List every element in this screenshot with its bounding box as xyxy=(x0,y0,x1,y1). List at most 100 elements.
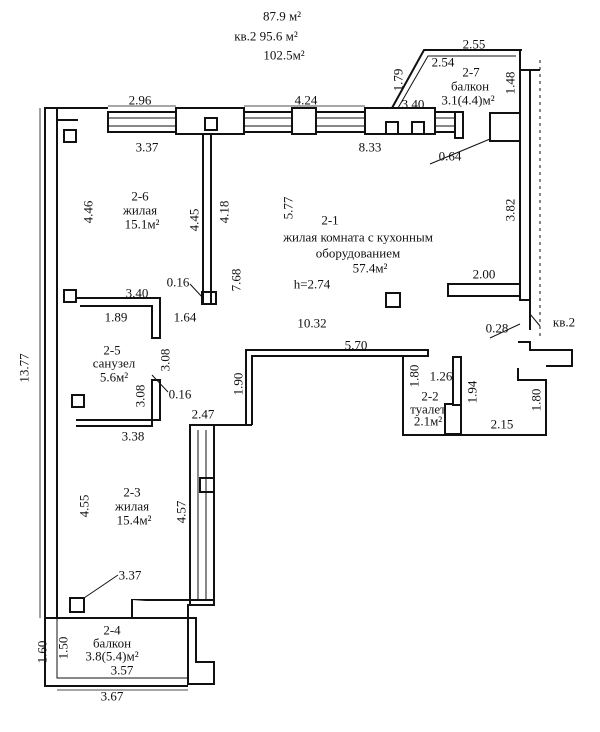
room-2-1-type-2: оборудованием xyxy=(315,245,401,261)
apartment-area: кв.2 95.6 м² xyxy=(234,28,298,44)
center-column xyxy=(385,292,401,308)
column-marker xyxy=(385,121,399,135)
dim-8-33: 8.33 xyxy=(358,139,382,155)
dim-5-70: 5.70 xyxy=(344,337,368,353)
dim-2-96: 2.96 xyxy=(128,92,152,108)
column-marker xyxy=(69,597,85,613)
corridor-wall xyxy=(245,349,429,425)
right-neighbor-wall xyxy=(518,341,573,367)
leader-line xyxy=(151,374,169,393)
room-2-1-id: 2-1 xyxy=(321,212,339,228)
room-2-6-id: 2-6 xyxy=(131,188,149,204)
dim-3-08-a: 3.08 xyxy=(157,348,173,372)
balcony-2-4-outline xyxy=(44,618,188,687)
dim-1-79: 1.79 xyxy=(390,68,406,92)
dim-1-89: 1.89 xyxy=(104,309,128,325)
area-with-balconies: 102.5м² xyxy=(263,47,305,63)
leader-line xyxy=(429,138,491,165)
balcony-2-7-inner xyxy=(397,55,516,109)
ceiling-height: h=2.74 xyxy=(293,276,331,292)
leader-line xyxy=(529,313,541,327)
window-wall-lower xyxy=(189,424,215,606)
room-2-3-id: 2-3 xyxy=(123,484,141,500)
room-2-7-area: 3.1(4.4)м² xyxy=(441,92,495,108)
dim-3-82: 3.82 xyxy=(502,198,518,222)
dim-1-90: 1.90 xyxy=(230,372,246,396)
leader-line xyxy=(83,574,119,599)
leader-line xyxy=(189,283,204,299)
dim-4-57: 4.57 xyxy=(173,500,189,524)
wall-end xyxy=(454,111,464,139)
dim-3-57: 3.57 xyxy=(110,662,134,678)
pillar xyxy=(489,112,523,142)
dim-2-15: 2.15 xyxy=(490,416,514,432)
room-2-7-type: балкон xyxy=(450,78,490,94)
neighbor-apartment-label: кв.2 xyxy=(552,314,576,330)
dim-4-18: 4.18 xyxy=(216,200,232,224)
room-2-6-type: жилая xyxy=(122,202,158,218)
dim-2-55: 2.55 xyxy=(462,36,486,52)
total-area: 87.9 м² xyxy=(262,8,302,24)
room-2-4-id: 2-4 xyxy=(103,622,121,638)
dim-10-32: 10.32 xyxy=(297,315,327,331)
dim-2-54: 2.54 xyxy=(431,54,455,70)
dim-3-08-b: 3.08 xyxy=(132,384,148,408)
room-2-3-type: жилая xyxy=(114,498,150,514)
dim-3-37-bottom: 3.37 xyxy=(118,567,142,583)
room-2-2-id: 2-2 xyxy=(421,388,439,404)
room-2-1-area: 57.4м² xyxy=(352,260,388,276)
bathroom-top-wall xyxy=(76,297,161,339)
dim-0-28: 0.28 xyxy=(485,320,509,336)
column-marker xyxy=(63,289,77,303)
right-exterior-wall xyxy=(519,69,531,301)
dim-1-80-b: 1.80 xyxy=(528,388,544,412)
dim-7-68: 7.68 xyxy=(228,268,244,292)
dim-1-60: 1.60 xyxy=(34,640,50,664)
balcony-2-4-wall xyxy=(131,600,215,685)
bathroom-bottom-wall xyxy=(76,379,161,427)
dim-4-55: 4.55 xyxy=(76,494,92,518)
dim-3-67: 3.67 xyxy=(100,688,124,704)
wall-block xyxy=(447,283,521,297)
room-2-2-type: туалет xyxy=(410,401,446,417)
dim-1-94: 1.94 xyxy=(464,380,480,404)
left-exterior-wall xyxy=(44,107,58,619)
dim-3-37-top: 3.37 xyxy=(135,139,159,155)
toilet-2-2-outline xyxy=(402,356,547,436)
room-2-3-area: 15.4м² xyxy=(116,512,152,528)
column-marker xyxy=(199,477,215,493)
dim-3-38: 3.38 xyxy=(121,428,145,444)
dim-1-64: 1.64 xyxy=(173,309,197,325)
toilet-wall xyxy=(444,403,462,435)
dim-5-77: 5.77 xyxy=(280,196,296,220)
dim-3-40-top: 3.40 xyxy=(401,96,425,112)
leader-line xyxy=(489,323,521,339)
room-2-1-type: жилая комната с кухонным xyxy=(283,229,433,245)
dim-2-47: 2.47 xyxy=(191,406,215,422)
column-marker xyxy=(411,121,425,135)
dim-4-24: 4.24 xyxy=(294,92,318,108)
room-2-5-area: 5.6м² xyxy=(99,369,129,385)
column-marker xyxy=(204,117,218,131)
column-marker xyxy=(63,129,77,143)
toilet-partition xyxy=(452,356,462,406)
room-2-2-area: 2.1м² xyxy=(413,413,443,429)
dim-3-40-mid: 3.40 xyxy=(125,285,149,301)
dim-1-48: 1.48 xyxy=(502,71,518,95)
dim-4-45: 4.45 xyxy=(186,208,202,232)
dim-0-64: 0.64 xyxy=(438,148,462,164)
room-2-5-id: 2-5 xyxy=(103,342,121,358)
partition-2-6-2-1 xyxy=(202,133,212,305)
room-2-5-type: санузел xyxy=(92,355,136,371)
room-2-6-area: 15.1м² xyxy=(124,216,160,232)
dim-1-50: 1.50 xyxy=(55,636,71,660)
dim-0-16-a: 0.16 xyxy=(166,274,190,290)
column-marker xyxy=(71,394,85,408)
dim-4-46: 4.46 xyxy=(80,200,96,224)
column-marker xyxy=(201,291,217,305)
balcony-2-4-outline xyxy=(56,618,188,679)
room-2-4-type: балкон xyxy=(92,635,132,651)
dim-1-80-a: 1.80 xyxy=(406,364,422,388)
dim-13-77: 13.77 xyxy=(16,353,32,383)
